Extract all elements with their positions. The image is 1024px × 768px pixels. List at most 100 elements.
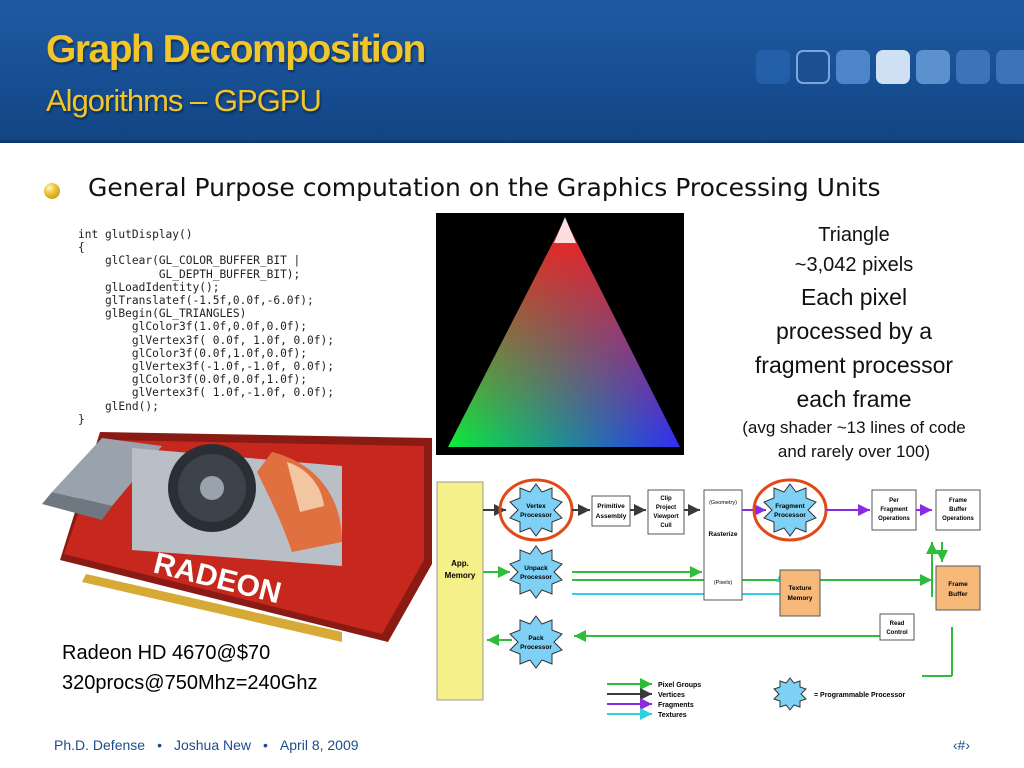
primitive-assembly-label: Primitive bbox=[597, 503, 625, 510]
primitive-assembly-label: Assembly bbox=[596, 513, 627, 520]
pack-processor-shape bbox=[509, 615, 563, 669]
slide-subtitle: Algorithms – GPGPU bbox=[46, 83, 322, 118]
description-line: processed by a bbox=[776, 318, 932, 344]
vertex-processor-label: Vertex bbox=[526, 503, 546, 510]
frame-buffer-ops-label: Frame bbox=[949, 498, 968, 504]
rasterize-label: Rasterize bbox=[709, 531, 738, 538]
code-line: { bbox=[78, 241, 85, 255]
texture-memory-box bbox=[779, 569, 821, 617]
unpack-processor-label: Processor bbox=[520, 574, 552, 581]
description-line: fragment processor bbox=[754, 352, 954, 378]
rendered-triangle-image bbox=[436, 213, 684, 455]
frame-buffer-ops-box bbox=[935, 489, 981, 531]
description-line: Each pixel bbox=[800, 284, 908, 310]
code-line: glColor3f(0.0f,1.0f,0.0f); bbox=[78, 346, 308, 360]
pack-processor-label: Processor bbox=[520, 644, 552, 651]
code-line: } bbox=[78, 412, 85, 426]
description-line: each frame bbox=[796, 386, 912, 412]
legend-fragment-label: Fragments bbox=[658, 702, 694, 709]
per-fragment-label: Per bbox=[889, 498, 899, 504]
code-line: glBegin(GL_TRIANGLES) bbox=[78, 307, 247, 321]
header-decoration-tile bbox=[836, 50, 870, 84]
code-line: glClear(GL_COLOR_BUFFER_BIT | bbox=[78, 254, 301, 268]
clip-project-label: Viewport bbox=[653, 514, 678, 520]
fragment-processor-label: Fragment bbox=[775, 503, 805, 510]
header-decoration-tile bbox=[796, 50, 830, 84]
clip-project-label: Clip bbox=[660, 496, 672, 502]
shader-note: and rarely over 100) bbox=[777, 442, 931, 461]
fragment-processor-label: Processor bbox=[774, 512, 806, 519]
header-decoration-tile bbox=[996, 50, 1024, 84]
footer-author: Joshua New bbox=[173, 737, 252, 753]
frame-buffer-box bbox=[935, 565, 981, 611]
frame-buffer-ops-label: Buffer bbox=[949, 507, 967, 513]
app-memory-box bbox=[436, 481, 484, 701]
app-memory-label: Memory bbox=[445, 571, 476, 580]
app-memory-label: App. bbox=[451, 559, 469, 568]
legend-texture-label: Textures bbox=[658, 712, 687, 719]
per-fragment-box bbox=[871, 489, 917, 531]
triangle-apex-pixels bbox=[554, 217, 576, 243]
code-line: int glutDisplay() bbox=[78, 228, 193, 241]
footer-event: Ph.D. Defense bbox=[54, 737, 146, 753]
footer-date: April 8, 2009 bbox=[279, 737, 359, 753]
legend-pixel-label: Pixel Groups bbox=[658, 682, 701, 689]
legend-programmable-shape bbox=[773, 677, 807, 711]
graphics-card-image: RADEON bbox=[42, 432, 432, 642]
pixels-label: (Pixels) bbox=[714, 580, 733, 586]
header-decoration-tile bbox=[876, 50, 910, 84]
slide-footer: Ph.D. Defense • Joshua New • April 8, 2009 ‹… bbox=[54, 737, 970, 757]
unpack-processor-shape bbox=[509, 545, 563, 599]
code-line: glVertex3f(-1.0f,-1.0f, 0.0f); bbox=[78, 360, 334, 374]
slide-header: Graph Decomposition Algorithms – GPGPU bbox=[0, 0, 1024, 143]
code-line: glEnd(); bbox=[78, 399, 159, 413]
code-line: GL_DEPTH_BUFFER_BIT); bbox=[78, 267, 301, 281]
per-fragment-label: Fragment bbox=[880, 507, 907, 513]
pixel-count: ~3,042 pixels bbox=[794, 254, 914, 276]
legend-programmable-label: = Programmable Processor bbox=[814, 692, 906, 699]
code-line: glColor3f(0.0f,0.0f,1.0f); bbox=[78, 373, 308, 387]
shader-note: (avg shader ~13 lines of code bbox=[742, 418, 966, 437]
read-control-label: Read bbox=[890, 621, 905, 627]
footer-separator: • bbox=[157, 737, 162, 753]
clip-project-box bbox=[647, 489, 685, 535]
bullet-text: General Purpose computation on the Graph… bbox=[88, 173, 881, 202]
header-decoration-tile bbox=[956, 50, 990, 84]
header-decoration-tile bbox=[756, 50, 790, 84]
fragment-processor-shape bbox=[763, 483, 817, 537]
triangle-graphic bbox=[448, 217, 680, 447]
opengl-code-listing: int glutDisplay(){ glClear(GL_COLOR_BUFF… bbox=[78, 228, 334, 426]
code-line: glVertex3f( 1.0f,-1.0f, 0.0f); bbox=[78, 386, 334, 400]
slide-number: ‹#› bbox=[952, 737, 970, 753]
vertex-processor-label: Processor bbox=[520, 512, 552, 519]
vertex-processor-shape bbox=[509, 483, 563, 537]
header-decoration-tile bbox=[916, 50, 950, 84]
legend-vertex-label: Vertices bbox=[658, 692, 685, 699]
graphics-pipeline-diagram: App. Memory Vertex Processor Primitive A… bbox=[436, 478, 981, 720]
frame-buffer-label: Buffer bbox=[948, 591, 968, 598]
footer-separator: • bbox=[263, 737, 268, 753]
unpack-processor-label: Unpack bbox=[524, 565, 548, 572]
geometry-label: (Geometry) bbox=[709, 500, 737, 506]
texture-memory-label: Memory bbox=[788, 595, 813, 602]
bullet-icon bbox=[44, 183, 60, 199]
code-line: glColor3f(1.0f,0.0f,0.0f); bbox=[78, 320, 308, 334]
texture-memory-label: Texture bbox=[789, 585, 812, 592]
gpu-throughput: 320procs@750Mhz=240Ghz bbox=[62, 672, 318, 694]
per-fragment-label: Operations bbox=[878, 516, 910, 522]
triangle-label: Triangle bbox=[818, 224, 890, 246]
clip-project-label: Project bbox=[656, 505, 676, 511]
code-line: glTranslatef(-1.5f,0.0f,-6.0f); bbox=[78, 294, 314, 308]
code-line: glLoadIdentity(); bbox=[78, 280, 220, 294]
gpu-price: Radeon HD 4670@$70 bbox=[62, 642, 271, 664]
frame-buffer-label: Frame bbox=[948, 581, 968, 588]
frame-buffer-ops-label: Operations bbox=[942, 516, 974, 522]
rasterize-box bbox=[703, 489, 743, 601]
pack-processor-label: Pack bbox=[528, 635, 544, 642]
read-control-label: Control bbox=[886, 630, 908, 636]
gpu-caption: Radeon HD 4670@$70 320procs@750Mhz=240Gh… bbox=[62, 638, 317, 698]
triangle-description: Triangle ~3,042 pixels Each pixel proces… bbox=[718, 220, 990, 464]
code-line: glVertex3f( 0.0f, 1.0f, 0.0f); bbox=[78, 333, 334, 347]
clip-project-label: Cull bbox=[660, 523, 672, 529]
read-control-box bbox=[879, 613, 915, 641]
